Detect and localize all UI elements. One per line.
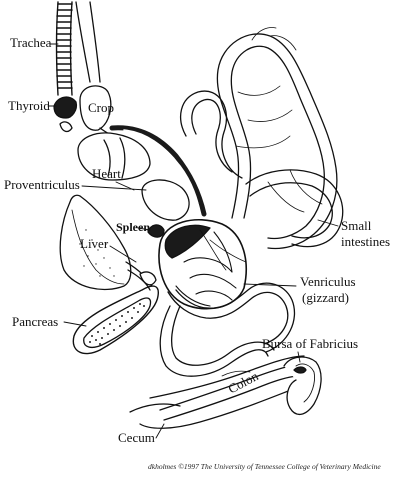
- label-liver: Liver: [80, 236, 109, 251]
- label-pancreas: Pancreas: [12, 314, 59, 329]
- label-trachea: Trachea: [10, 35, 52, 50]
- small-intestine-loops: [159, 27, 344, 377]
- label-proventriculus: Proventriculus: [4, 177, 80, 192]
- label-small-intestines-2: intestines: [341, 234, 391, 249]
- label-cecum: Cecum: [118, 430, 155, 445]
- label-spleen: Spleen: [116, 220, 151, 234]
- trachea-shape: [55, 1, 73, 96]
- spleen-shape: [147, 224, 165, 238]
- gizzard-texture: [183, 257, 237, 301]
- label-small-intestines-1: Small: [341, 218, 372, 233]
- label-thyroid: Thyroid: [8, 98, 50, 113]
- crop-shape: [79, 85, 112, 131]
- heart-line-2: [119, 137, 126, 179]
- heart-shape: [77, 132, 151, 181]
- gizzard-dark: [164, 224, 211, 259]
- vessel-dark: [109, 125, 207, 217]
- pancreas-shape: [83, 297, 152, 349]
- gallbladder-shape: [139, 271, 157, 286]
- credit-line: dkholmes ©1997 The University of Tenness…: [148, 462, 381, 471]
- label-ventriculus-2: (gizzard): [302, 290, 349, 305]
- leader-lines: [47, 43, 339, 439]
- syrinx-shape: [59, 121, 73, 133]
- pancreas-texture: [89, 303, 145, 345]
- label-crop: Crop: [88, 100, 114, 115]
- esophagus-upper: [75, 1, 91, 83]
- esophagus-upper-2: [89, 1, 101, 83]
- bursa-fold: [295, 363, 315, 403]
- label-bursa: Bursa of Fabricius: [262, 336, 359, 351]
- liver-texture: [79, 229, 115, 277]
- vessel-highlight: [123, 129, 201, 215]
- label-heart: Heart: [92, 166, 121, 181]
- bursa-dark: [293, 366, 307, 374]
- label-ventriculus-1: Venriculus: [300, 274, 356, 289]
- liver-shape: [59, 194, 132, 291]
- proventriculus-shape: [141, 179, 190, 221]
- liver-fold: [71, 209, 125, 285]
- bursa-shape: [283, 356, 322, 415]
- thyroid-shape: [53, 96, 78, 119]
- heart-line: [103, 139, 111, 177]
